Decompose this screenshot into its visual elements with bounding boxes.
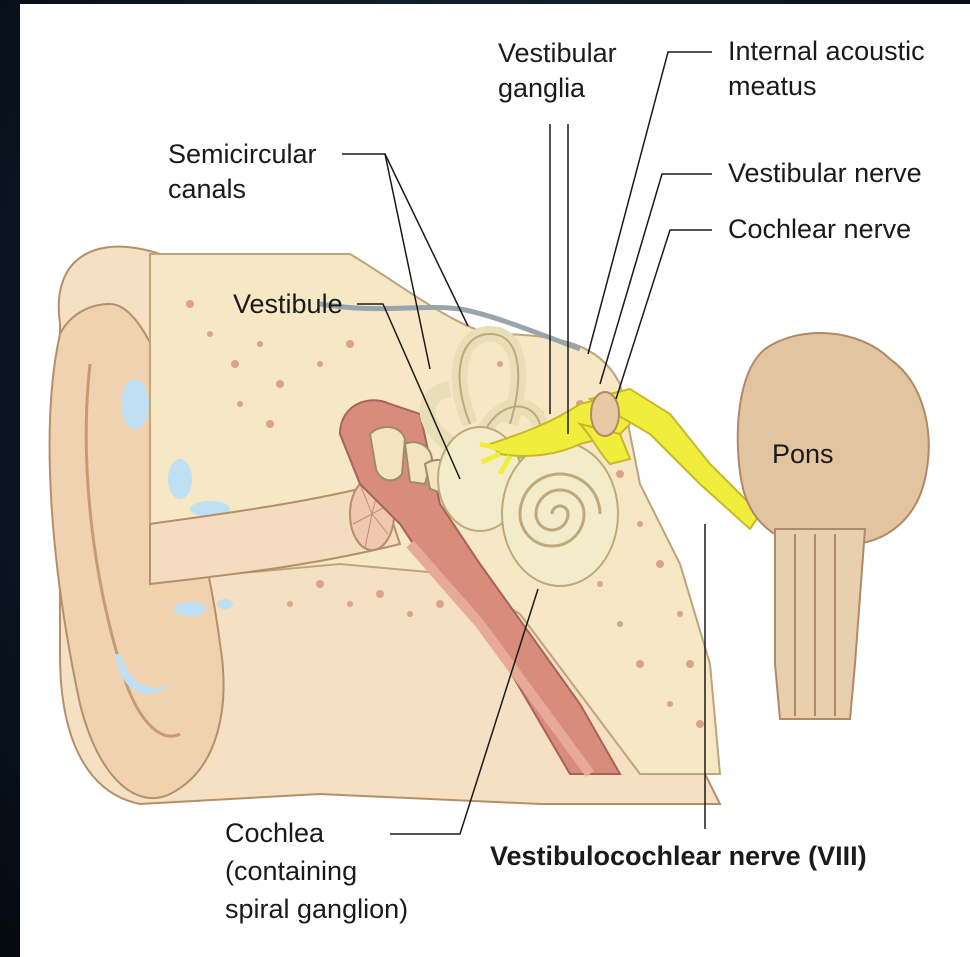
label-vestibular-nerve: Vestibular nerve	[728, 156, 922, 190]
label-vestibule: Vestibule	[233, 287, 343, 321]
label-vestibular-ganglia-2: ganglia	[498, 71, 585, 105]
label-internal-acoustic-2: meatus	[728, 69, 817, 103]
label-vestibular-ganglia-1: Vestibular	[498, 36, 617, 70]
label-cochlear-nerve: Cochlear nerve	[728, 212, 911, 246]
ear-illustration	[20, 4, 970, 957]
label-semicircular-1: Semicircular	[168, 137, 317, 171]
label-cochlea-2: (containing	[225, 854, 357, 888]
cochlea-art	[502, 442, 618, 586]
pons-art	[738, 333, 929, 719]
label-cochlea-3: spiral ganglion)	[225, 892, 408, 926]
label-semicircular-2: canals	[168, 172, 246, 206]
label-cochlea-1: Cochlea	[225, 816, 324, 850]
label-internal-acoustic-1: Internal acoustic	[728, 34, 925, 68]
label-pons: Pons	[772, 437, 834, 471]
label-vestibulocochlear-nerve: Vestibulocochlear nerve (VIII)	[490, 839, 867, 873]
diagram-frame: Semicircular canals Vestibular ganglia I…	[20, 4, 970, 957]
